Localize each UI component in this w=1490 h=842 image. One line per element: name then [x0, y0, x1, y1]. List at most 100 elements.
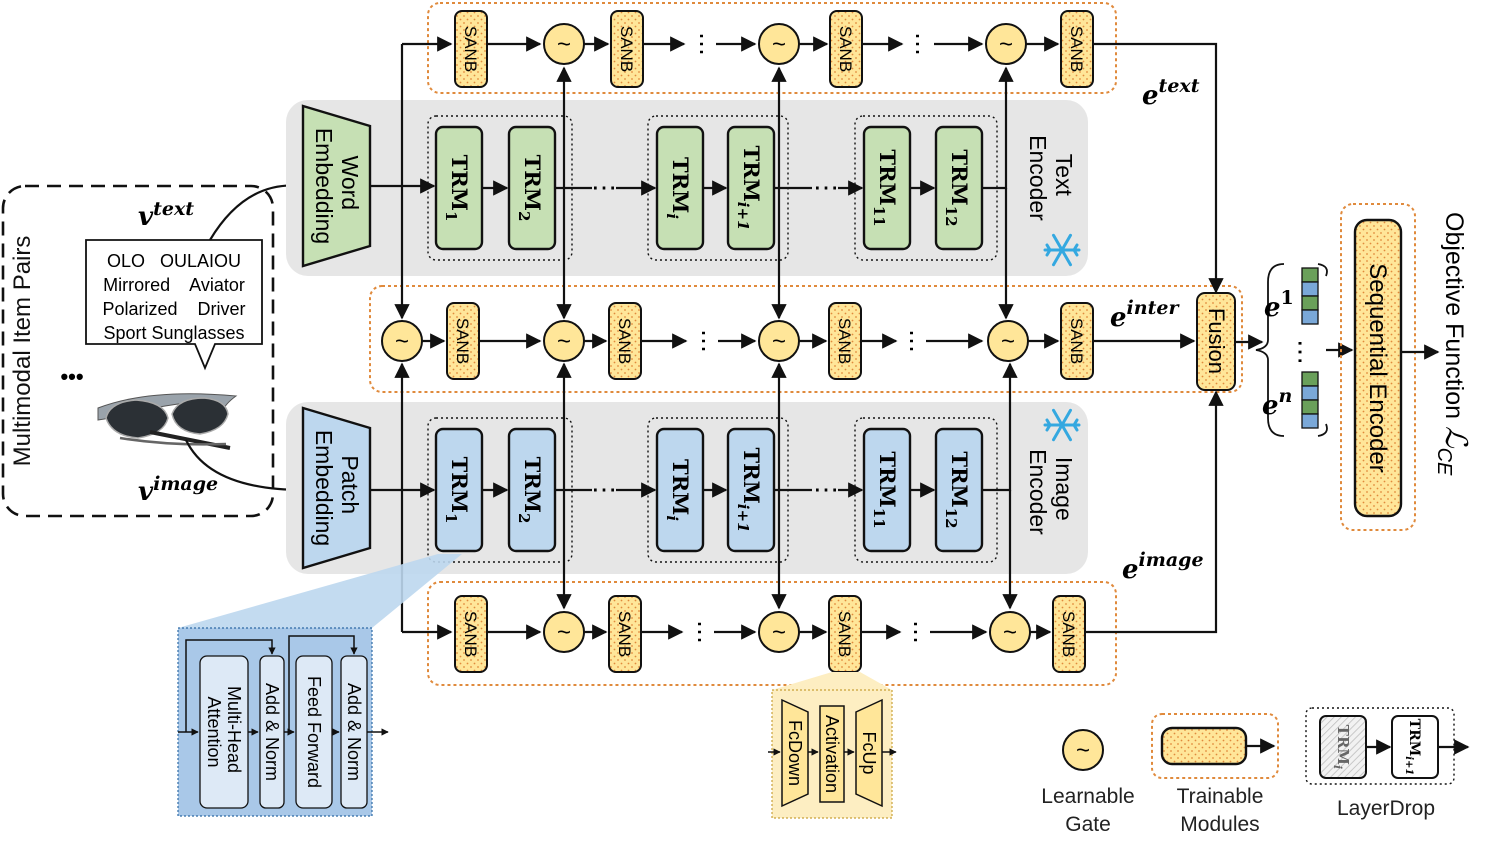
- svg-text:⋯: ⋯: [904, 32, 931, 56]
- gate-inter-1: ~: [543, 320, 585, 362]
- svg-text:TRM11: TRM11: [870, 149, 900, 226]
- trm-image-i: TRMi: [655, 427, 705, 553]
- trm-text-2: TRM2: [507, 125, 557, 251]
- svg-text:~: ~: [557, 31, 571, 58]
- svg-text:SANB: SANB: [461, 26, 480, 72]
- embedding-vector-last: [1301, 371, 1319, 429]
- svg-text:TRMi: TRMi: [1331, 725, 1352, 769]
- sanb-image-2: SANB: [608, 595, 642, 673]
- svg-text:SANB: SANB: [836, 26, 855, 72]
- layerdrop-group-image-1: [427, 417, 573, 563]
- svg-text:~: ~: [772, 328, 786, 355]
- svg-text:Learnable: Learnable: [1041, 785, 1134, 808]
- gate-inter-0: ~: [381, 320, 423, 362]
- item-text-line-1: OLO OULAIOU: [107, 251, 241, 271]
- svg-text:TRMi+1: TRMi+1: [1403, 719, 1422, 776]
- trm-text-1: TRM1: [434, 125, 484, 251]
- svg-text:Modules: Modules: [1180, 813, 1259, 836]
- svg-text:⋯: ⋯: [688, 32, 715, 56]
- item-text-line-2: Mirrored Aviator: [103, 275, 245, 295]
- svg-text:~: ~: [557, 619, 571, 646]
- fusion-block: Fusion: [1196, 292, 1236, 391]
- legend-learnable-gate: ~ Learnable Gate: [1041, 729, 1135, 836]
- trm-text-11: TRM11: [862, 125, 912, 251]
- trm-image-2: TRM2: [507, 427, 557, 553]
- text-encoder-label: Text Encoder: [1025, 135, 1077, 221]
- svg-text:Sequential Encoder: Sequential Encoder: [1364, 263, 1391, 472]
- svg-text:TRMi: TRMi: [663, 157, 693, 219]
- svg-text:⋯: ⋯: [591, 172, 617, 202]
- svg-text:~: ~: [1003, 619, 1017, 646]
- embedding-vector-first: [1301, 267, 1319, 325]
- svg-text:~: ~: [1076, 737, 1090, 764]
- svg-text:Activation: Activation: [822, 715, 842, 793]
- fc-up-block: FcUp: [855, 698, 883, 808]
- layerdrop-group-text-1: [427, 115, 573, 261]
- svg-text:SANB: SANB: [615, 318, 634, 364]
- svg-text:SANB: SANB: [835, 611, 854, 657]
- sequential-encoder: Sequential Encoder: [1353, 218, 1403, 518]
- gate-image-1: ~: [543, 611, 585, 653]
- sequential-encoder-group: [1340, 203, 1416, 531]
- trm-image-12: TRM12: [934, 427, 984, 553]
- trm-text-i: TRMi: [655, 125, 705, 251]
- svg-text:⋯: ⋯: [690, 329, 717, 353]
- svg-text:TRMi: TRMi: [663, 459, 693, 521]
- sanb-image-1: SANB: [454, 595, 488, 673]
- e-inter-label: einter: [1110, 297, 1180, 333]
- word-embedding: Word Embedding: [301, 104, 372, 268]
- svg-text:~: ~: [395, 328, 409, 355]
- sanb-text-3: SANB: [829, 10, 863, 88]
- inter-side-network: ~ SANB ~ SANB ⋯ ~ SANB ⋯ ~ SANB: [381, 302, 1196, 380]
- sanb-text-4: SANB: [1060, 10, 1094, 88]
- text-side-network-group: [427, 2, 1117, 94]
- sanb-detail-callout: FcDown Activation FcUp: [768, 672, 897, 819]
- item-text-line-3: Polarized Driver: [102, 299, 245, 319]
- trm-image-11: TRM11: [862, 427, 912, 553]
- svg-text:⋯: ⋯: [813, 172, 839, 202]
- svg-text:TRM12: TRM12: [942, 451, 972, 528]
- svg-text:Word Embedding: Word Embedding: [311, 128, 363, 244]
- add-norm-block-1: Add & Norm: [259, 655, 285, 809]
- svg-text:SANB: SANB: [617, 26, 636, 72]
- fc-down-block: FcDown: [781, 698, 809, 808]
- svg-text:⋯: ⋯: [591, 474, 617, 504]
- svg-text:LayerDrop: LayerDrop: [1337, 797, 1435, 820]
- svg-text:Feed Forward: Feed Forward: [304, 676, 324, 788]
- svg-text:⋯: ⋯: [902, 620, 929, 644]
- svg-text:~: ~: [557, 328, 571, 355]
- svg-text:⋯: ⋯: [813, 474, 839, 504]
- patch-embedding: Patch Embedding: [301, 406, 372, 570]
- multimodal-item-pairs-panel: Multimodal Item Pairs ••• vtext OLO OULA…: [1, 176, 306, 518]
- text-side-network: SANB ~ SANB ⋯ ~ SANB ⋯ ~ SANB: [454, 10, 1224, 294]
- activation-block: Activation: [819, 705, 845, 803]
- objective-function-label: Objective Function ℒCE: [1433, 212, 1473, 476]
- svg-text:SANB: SANB: [461, 611, 480, 657]
- snowflake-icon: [1043, 408, 1081, 442]
- multimodal-item-pairs-title: Multimodal Item Pairs: [9, 236, 36, 467]
- gate-image-3: ~: [989, 611, 1031, 653]
- item-text-callout: OLO OULAIOU Mirrored Aviator Polarized D…: [85, 239, 263, 371]
- e-1-label: e1: [1264, 287, 1294, 323]
- svg-text:Trainable: Trainable: [1177, 785, 1264, 808]
- svg-text:SANB: SANB: [615, 611, 634, 657]
- trm-image-1: TRM1: [434, 427, 484, 553]
- svg-text:Add & Norm: Add & Norm: [262, 683, 282, 781]
- svg-text:Fusion: Fusion: [1204, 308, 1229, 374]
- svg-text:Patch Embedding: Patch Embedding: [311, 430, 363, 546]
- e-text-label: etext: [1142, 75, 1200, 111]
- svg-text:Multi-Head Attention: Multi-Head Attention: [204, 686, 244, 778]
- sanb-text-1: SANB: [454, 10, 488, 88]
- svg-text:~: ~: [772, 31, 786, 58]
- v-image-label: vimage: [138, 473, 218, 507]
- svg-text:TRM1: TRM1: [442, 457, 472, 524]
- snowflake-icon: [1043, 233, 1081, 267]
- trm-detail-callout: Multi-Head Attention Add & Norm Feed For…: [177, 554, 462, 817]
- sanb-inter-1: SANB: [446, 302, 480, 380]
- gate-text-1: ~: [543, 23, 585, 65]
- svg-text:~: ~: [999, 31, 1013, 58]
- svg-text:TRM1: TRM1: [442, 155, 472, 222]
- svg-text:Add & Norm: Add & Norm: [344, 683, 364, 781]
- image-side-network: SANB ~ SANB ⋯ ~ SANB ⋯ ~ SANB: [454, 390, 1224, 673]
